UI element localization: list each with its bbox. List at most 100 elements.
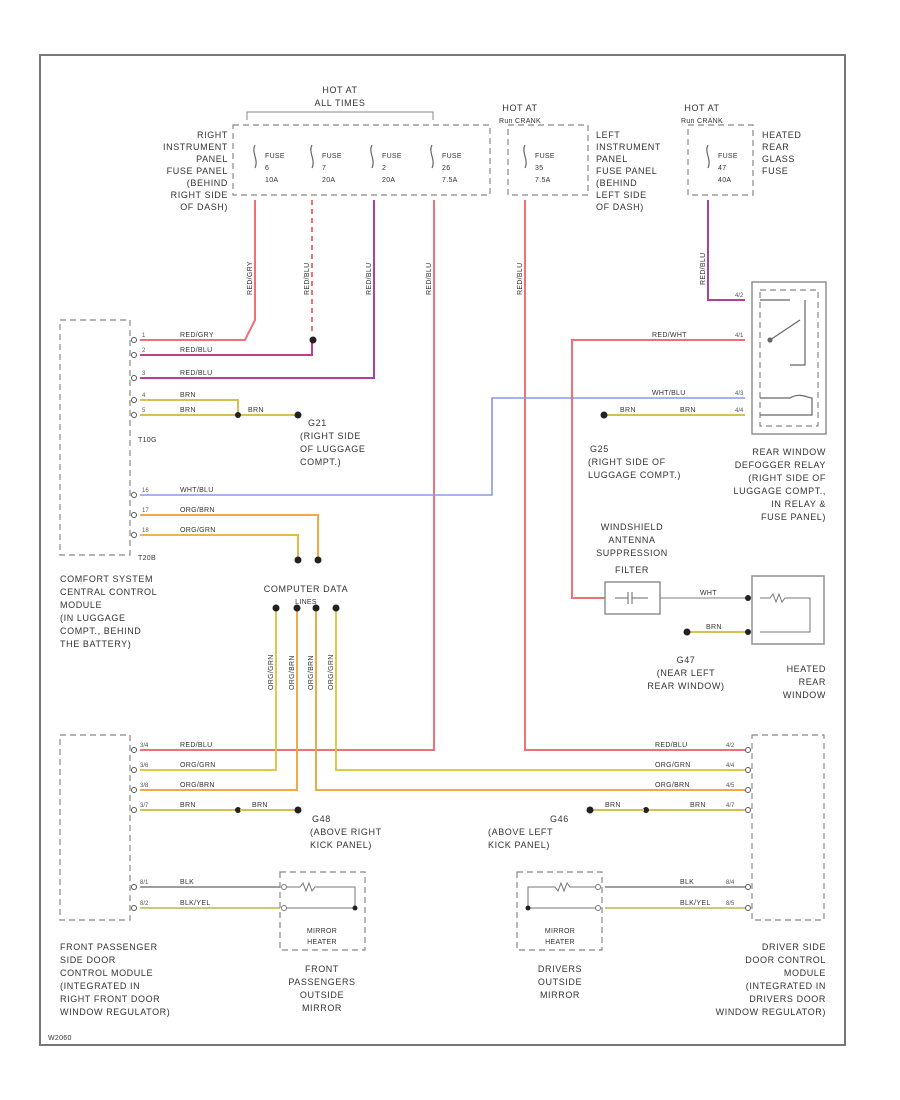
cd-dot-1 xyxy=(272,604,280,612)
wire-label-v-org-brn: ORG/BRN xyxy=(289,655,296,690)
svg-text:OUTSIDE: OUTSIDE xyxy=(300,990,344,1000)
pin-fp-c: 3/8 xyxy=(140,783,149,789)
svg-text:LINES: LINES xyxy=(295,599,317,606)
wire-label-fp-blk-yel: BLK/YEL xyxy=(180,900,211,907)
wire-label-brn-c: BRN xyxy=(248,407,264,414)
svg-text:7.5A: 7.5A xyxy=(535,177,551,184)
svg-text:G46: G46 xyxy=(550,814,569,824)
svg-text:SIDE DOOR: SIDE DOOR xyxy=(60,955,116,965)
svg-text:KICK PANEL): KICK PANEL) xyxy=(310,840,372,850)
pin-relay-b: 4/1 xyxy=(735,333,744,339)
wire-red-blu-fuse47 xyxy=(707,200,745,301)
dr-mirror-heater-label: MIRROR HEATER xyxy=(545,928,575,946)
svg-text:RIGHT FRONT DOOR: RIGHT FRONT DOOR xyxy=(60,994,160,1004)
ground-g48-dot xyxy=(294,806,302,814)
splice-g21 xyxy=(235,412,241,418)
fuse-26: FUSE 26 7.5A xyxy=(430,144,462,184)
pin-fp-b: 3/6 xyxy=(140,763,149,769)
svg-text:OF DASH): OF DASH) xyxy=(180,202,228,212)
wire-label-red-wht: RED/WHT xyxy=(652,332,687,339)
connector-t10g: T10G xyxy=(138,437,157,444)
pin-hr-1 xyxy=(745,595,751,601)
svg-text:(NEAR LEFT: (NEAR LEFT xyxy=(657,668,716,678)
heated-rear-window-element xyxy=(760,592,811,633)
svg-text:WINDOW REGULATOR): WINDOW REGULATOR) xyxy=(60,1007,170,1017)
svg-text:FUSE: FUSE xyxy=(718,153,738,160)
svg-text:G21: G21 xyxy=(308,418,327,428)
cd-dot-4 xyxy=(332,604,340,612)
dr-module-box xyxy=(751,734,825,921)
dr-mirror-box xyxy=(516,871,603,951)
svg-text:KICK PANEL): KICK PANEL) xyxy=(488,840,550,850)
svg-text:40A: 40A xyxy=(718,177,731,184)
svg-text:COMPUTER DATA: COMPUTER DATA xyxy=(264,584,348,594)
svg-text:OF LUGGAGE: OF LUGGAGE xyxy=(300,444,366,454)
wire-label-org-grn-a: ORG/GRN xyxy=(180,527,216,534)
svg-text:MIRROR: MIRROR xyxy=(545,928,575,935)
svg-text:FILTER: FILTER xyxy=(615,565,649,575)
wire-label-v-red-blu4: RED/BLU xyxy=(517,263,524,295)
svg-text:COMPT., BEHIND: COMPT., BEHIND xyxy=(60,626,141,636)
dr-brn-dot-a xyxy=(643,807,649,813)
fp-module-box xyxy=(59,734,131,921)
svg-text:PASSENGERS: PASSENGERS xyxy=(288,977,355,987)
svg-text:FUSE: FUSE xyxy=(322,153,342,160)
svg-text:REAR WINDOW: REAR WINDOW xyxy=(752,447,826,457)
svg-text:2: 2 xyxy=(382,165,386,172)
svg-text:REAR: REAR xyxy=(799,677,826,687)
pin-t10g-b: 2 xyxy=(142,348,146,354)
wire-label-v-red-blu3: RED/BLU xyxy=(426,263,433,295)
wire-label-red-gry: RED/GRY xyxy=(180,332,214,339)
svg-text:FUSE PANEL): FUSE PANEL) xyxy=(761,512,826,522)
wire-label-dr-brn-g: BRN xyxy=(605,802,621,809)
svg-text:35: 35 xyxy=(535,165,543,172)
dr-module-pins xyxy=(745,747,751,911)
pin-dr-f: 8/5 xyxy=(726,901,735,907)
svg-text:REAR WINDOW): REAR WINDOW) xyxy=(647,681,724,691)
svg-text:DRIVERS DOOR: DRIVERS DOOR xyxy=(749,994,826,1004)
svg-text:MODULE: MODULE xyxy=(60,600,102,610)
wire-label-dr-red-blu: RED/BLU xyxy=(655,742,687,749)
dr-mirror-dot xyxy=(525,905,531,911)
svg-text:COMFORT SYSTEM: COMFORT SYSTEM xyxy=(60,574,153,584)
svg-text:LUGGAGE COMPT.,: LUGGAGE COMPT., xyxy=(733,486,826,496)
wire-label-dr-brn: BRN xyxy=(690,802,706,809)
suppression-filter-symbol xyxy=(615,592,648,604)
svg-text:HEATER: HEATER xyxy=(307,939,337,946)
wire-label-fp-brn-g: BRN xyxy=(252,802,268,809)
heated-rear-window-label: HEATED REAR WINDOW xyxy=(783,664,826,700)
svg-text:20A: 20A xyxy=(382,177,395,184)
svg-text:(INTEGRATED IN: (INTEGRATED IN xyxy=(60,981,140,991)
wire-wht-blu xyxy=(140,397,745,496)
svg-text:(RIGHT SIDE OF: (RIGHT SIDE OF xyxy=(588,457,666,467)
svg-text:WINDOW: WINDOW xyxy=(783,690,826,700)
svg-text:OUTSIDE: OUTSIDE xyxy=(538,977,582,987)
ccm-box xyxy=(59,319,131,556)
ground-g46-dot xyxy=(586,806,594,814)
wire-red-wht xyxy=(571,339,745,599)
fuse-7: FUSE 7 20A xyxy=(310,144,342,184)
wire-label-wht: WHT xyxy=(700,590,717,597)
wire-label-red-blu: RED/BLU xyxy=(180,347,212,354)
heated-rear-window-box xyxy=(751,575,825,645)
svg-text:(BEHIND: (BEHIND xyxy=(187,178,228,188)
pin-fp-d: 3/7 xyxy=(140,803,149,809)
fp-mirror-dot xyxy=(352,905,358,911)
wire-red-blu-fuse2 xyxy=(140,200,375,379)
svg-text:G48: G48 xyxy=(312,814,331,824)
hot-all-times-bracket xyxy=(246,111,434,120)
dr-mirror-label: DRIVERS OUTSIDE MIRROR xyxy=(538,964,582,1000)
relay-inner-box xyxy=(759,289,819,427)
right-fuse-panel-label: RIGHT INSTRUMENT PANEL FUSE PANEL (BEHIN… xyxy=(163,130,228,212)
wire-label-fp-org-brn: ORG/BRN xyxy=(180,782,215,789)
dr-mirror-heater-element xyxy=(527,881,601,911)
relay-switch xyxy=(760,299,813,416)
svg-text:CONTROL MODULE: CONTROL MODULE xyxy=(60,968,153,978)
svg-text:10A: 10A xyxy=(265,177,278,184)
svg-text:(INTEGRATED IN: (INTEGRATED IN xyxy=(746,981,826,991)
wire-label-red-blu-b: RED/BLU xyxy=(180,370,212,377)
relay-outer-box xyxy=(751,281,827,435)
wire-label-fp-blk: BLK xyxy=(180,879,194,886)
pin-t20-a: 16 xyxy=(142,488,149,494)
pin-fp-e: 8/1 xyxy=(140,880,149,886)
